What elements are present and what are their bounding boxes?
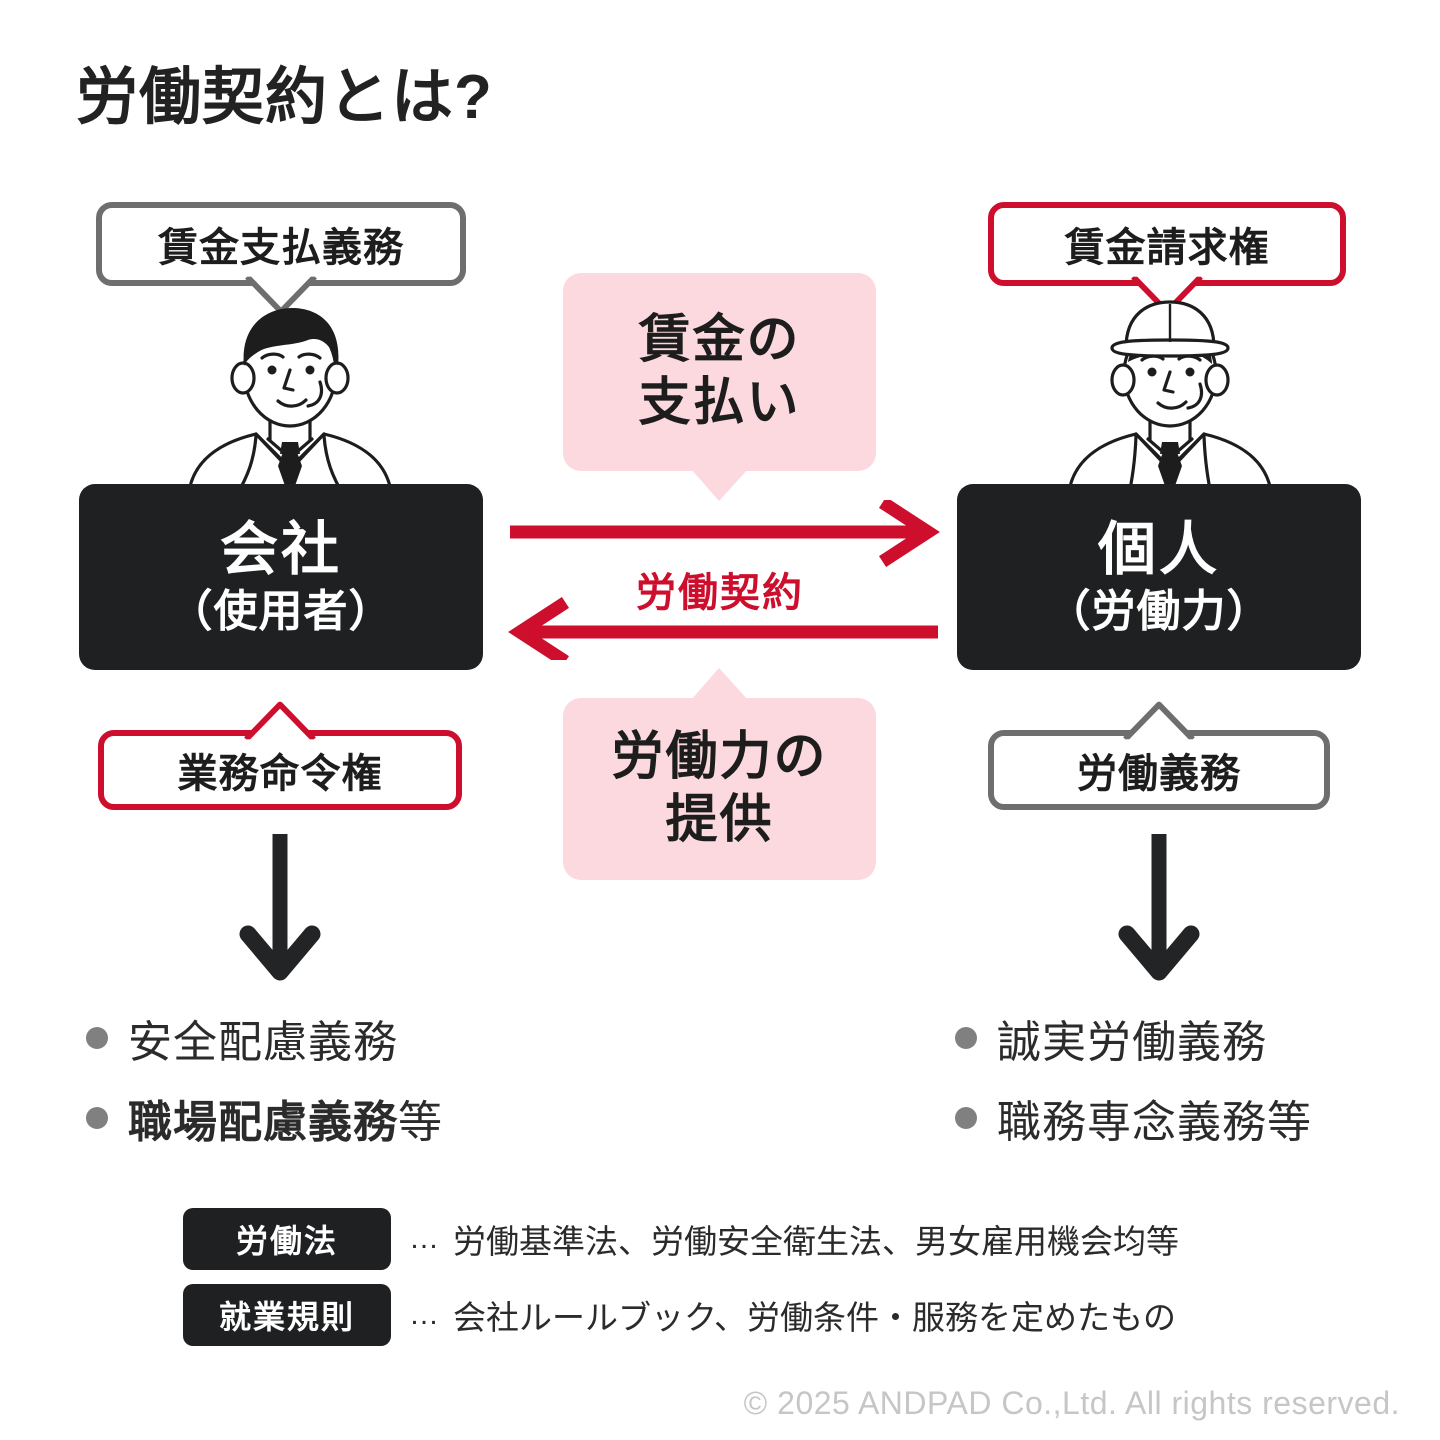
list-item: 職場配慮義務 等 bbox=[86, 1086, 442, 1150]
legend-chip-label: 労働法 bbox=[183, 1208, 391, 1270]
flow-bubble-wage-line1: 賃金の bbox=[638, 310, 801, 369]
bubble-tail-up-icon bbox=[691, 668, 748, 700]
bullet-dot-icon bbox=[955, 1027, 977, 1049]
role-company-sub: （使用者） bbox=[168, 586, 394, 636]
legend-description: 労働基準法、労働安全衛生法、男女雇用機会均等 bbox=[453, 1223, 1179, 1260]
list-item: 安全配慮義務 bbox=[86, 1006, 442, 1070]
bullet-suffix: 等 bbox=[1267, 1098, 1311, 1147]
flow-bubble-labor-supply: 労働力の 提供 bbox=[563, 668, 876, 880]
bullet-dot-icon bbox=[86, 1027, 108, 1049]
callout-left-bottom-label: 業務命令権 bbox=[177, 752, 383, 796]
callout-right-top: 賃金請求権 bbox=[988, 202, 1346, 315]
bullet-dot-icon bbox=[86, 1107, 108, 1129]
bullet-list-individual: 誠実労働義務 職務専念義務 等 bbox=[955, 1006, 1311, 1166]
callout-right-bottom: 労働義務 bbox=[988, 701, 1330, 810]
bullet-list-company: 安全配慮義務 職場配慮義務 等 bbox=[86, 1006, 442, 1166]
arrow-down-icon-right bbox=[1118, 834, 1200, 981]
bullet-label: 安全配慮義務 bbox=[128, 1018, 398, 1067]
arrow-right-icon bbox=[510, 500, 940, 567]
worker-hardhat-icon bbox=[1066, 300, 1274, 500]
flow-bubble-labor-line2: 提供 bbox=[665, 791, 774, 849]
legend-dots: … bbox=[409, 1298, 441, 1331]
callout-left-bottom: 業務命令権 bbox=[98, 701, 462, 810]
businessman-suit-icon bbox=[186, 308, 394, 500]
legend-chip-label: 就業規則 bbox=[183, 1284, 391, 1346]
legend-row-work-rules: 就業規則 … 会社ルールブック、労働条件・服務を定めたもの bbox=[183, 1284, 1179, 1346]
bullet-label: 誠実労働義務 bbox=[997, 1018, 1267, 1067]
contract-label: 労働契約 bbox=[636, 571, 804, 615]
callout-right-bottom-label: 労働義務 bbox=[1077, 752, 1241, 796]
role-box-individual: 個人 （労働力） bbox=[957, 484, 1361, 670]
flow-bubble-wage-line2: 支払い bbox=[638, 374, 801, 432]
arrow-down-icon-left bbox=[239, 834, 321, 981]
bullet-label: 職場配慮義務 bbox=[128, 1098, 398, 1147]
role-box-company: 会社 （使用者） bbox=[79, 484, 483, 670]
list-item: 誠実労働義務 bbox=[955, 1006, 1311, 1070]
callout-left-top: 賃金支払義務 bbox=[96, 202, 466, 315]
legend-dots: … bbox=[409, 1222, 441, 1255]
role-individual-name: 個人 bbox=[1097, 516, 1220, 582]
legend: 労働法 … 労働基準法、労働安全衛生法、男女雇用機会均等 就業規則 … 会社ルー… bbox=[183, 1208, 1179, 1360]
callout-tail-up-icon bbox=[244, 701, 316, 740]
callout-tail-up-icon bbox=[1123, 701, 1195, 740]
legend-row-labor-law: 労働法 … 労働基準法、労働安全衛生法、男女雇用機会均等 bbox=[183, 1208, 1179, 1270]
legend-description: 会社ルールブック、労働条件・服務を定めたもの bbox=[453, 1299, 1177, 1336]
list-item: 職務専念義務 等 bbox=[955, 1086, 1311, 1150]
contract-arrows bbox=[508, 500, 940, 660]
page-title: 労働契約とは? bbox=[76, 63, 493, 132]
callout-right-top-label: 賃金請求権 bbox=[1064, 226, 1270, 270]
arrow-left-icon bbox=[508, 597, 938, 660]
bullet-suffix: 等 bbox=[398, 1098, 442, 1147]
bullet-dot-icon bbox=[955, 1107, 977, 1129]
callout-left-top-label: 賃金支払義務 bbox=[158, 226, 404, 270]
copyright-footer: © 2025 ANDPAD Co.,Ltd. All rights reserv… bbox=[743, 1385, 1400, 1421]
bullet-label: 職務専念義務 bbox=[997, 1098, 1267, 1147]
flow-bubble-labor-line1: 労働力の bbox=[611, 727, 828, 786]
flow-bubble-wage-payment: 賃金の 支払い bbox=[563, 273, 876, 501]
role-individual-sub: （労働力） bbox=[1046, 586, 1272, 636]
bubble-tail-down-icon bbox=[691, 469, 748, 501]
role-company-name: 会社 bbox=[219, 516, 342, 582]
